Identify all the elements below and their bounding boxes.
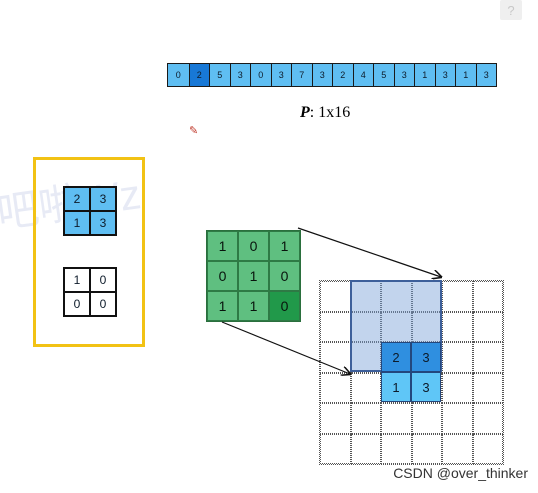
vector-cell: 1 (455, 64, 476, 86)
green-cell: 1 (207, 231, 238, 261)
green-cell: 1 (238, 291, 269, 321)
dashed-cell (472, 403, 503, 434)
dashed-cell (350, 372, 381, 403)
vector-cell: 7 (291, 64, 312, 86)
vector-label-var: P (300, 104, 310, 121)
green-cell: 0 (238, 231, 269, 261)
vector-cell: 2 (332, 64, 353, 86)
vector-label-size: : 1x16 (309, 104, 351, 121)
dashed-cell (350, 433, 381, 464)
vector-cell: 3 (270, 64, 291, 86)
dashed-cell (472, 372, 503, 403)
pen-icon: ✎ (189, 125, 199, 137)
vector-cell: 3 (229, 64, 250, 86)
dashed-cell (472, 281, 503, 312)
arrow-top (297, 227, 441, 277)
kernel-panel: 2 3 1 3 1 0 0 0 (33, 157, 145, 347)
dashed-cell (350, 403, 381, 434)
kernel-cell: 3 (90, 211, 116, 235)
kernel-cell: 0 (90, 268, 116, 292)
vector-cell: 4 (352, 64, 373, 86)
green-cell: 0 (269, 261, 300, 291)
dashed-cell (320, 403, 351, 434)
help-icon[interactable]: ? (500, 0, 522, 20)
dashed-cell (320, 433, 351, 464)
watermark: CSDN @over_thinker (393, 465, 528, 481)
output-cell: 3 (411, 372, 441, 402)
dashed-cell (472, 433, 503, 464)
vector-cell: 0 (168, 64, 189, 86)
kernel-cell: 1 (64, 268, 90, 292)
dashed-cell (442, 403, 473, 434)
dashed-cell (472, 311, 503, 342)
kernel-cell: 0 (90, 292, 116, 316)
green-cell: 0 (207, 261, 238, 291)
dashed-cell (442, 281, 473, 312)
blue-kernel: 2 3 1 3 (63, 186, 117, 236)
green-cell: 1 (207, 291, 238, 321)
dashed-cell (381, 403, 412, 434)
vector-label: P: 1x16 (300, 104, 380, 122)
white-kernel: 1 0 0 0 (63, 267, 117, 317)
output-cell: 3 (411, 342, 441, 372)
dashed-cell (320, 372, 351, 403)
kernel-cell: 0 (64, 292, 90, 316)
kernel-cell: 3 (90, 187, 116, 211)
arrow-bottom (221, 321, 350, 374)
vector-cell: 1 (414, 64, 435, 86)
vector-cell: 5 (373, 64, 394, 86)
vector-cell: 3 (393, 64, 414, 86)
green-cell: 1 (238, 261, 269, 291)
kernel-cell: 2 (64, 187, 90, 211)
dashed-cell (411, 433, 442, 464)
vector-row: 0 2 5 3 0 3 7 3 2 4 5 3 1 3 1 3 (167, 63, 497, 87)
vector-cell: 0 (250, 64, 271, 86)
output-cell: 2 (381, 342, 411, 372)
dashed-cell (411, 403, 442, 434)
dashed-cell (442, 433, 473, 464)
dashed-cell (381, 311, 412, 342)
dashed-cell (472, 342, 503, 373)
vector-cell: 5 (209, 64, 230, 86)
green-cell: 1 (269, 231, 300, 261)
dashed-cell (381, 433, 412, 464)
kernel-cell: 1 (64, 211, 90, 235)
vector-cell: 3 (311, 64, 332, 86)
vector-cell: 3 (475, 64, 496, 86)
output-cell: 1 (381, 372, 411, 402)
dashed-cell (442, 311, 473, 342)
vector-cell-highlighted: 2 (188, 64, 209, 86)
green-input-grid: 1 0 1 0 1 0 1 1 0 (206, 230, 301, 322)
vector-cell: 3 (434, 64, 455, 86)
dashed-cell (442, 342, 473, 373)
dashed-cell (442, 372, 473, 403)
green-cell-dark: 0 (269, 291, 300, 321)
